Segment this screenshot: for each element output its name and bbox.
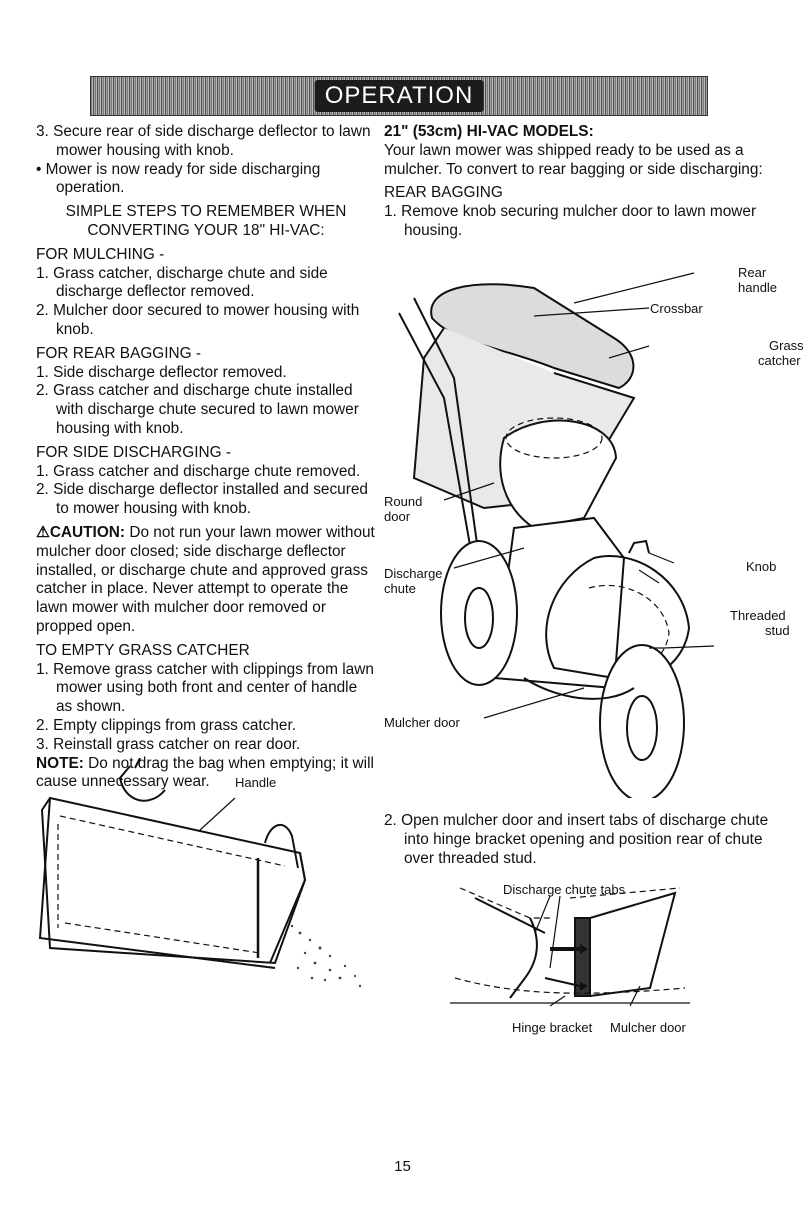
section-title: OPERATION bbox=[314, 80, 484, 112]
right-column-top: 21" (53cm) HI-VAC MODELS: Your lawn mowe… bbox=[384, 123, 784, 241]
rear-bagging-step-1: 1. Side discharge deflector removed. bbox=[36, 363, 287, 381]
door-label: door bbox=[384, 509, 411, 524]
mulcher-door-label-2: Mulcher door bbox=[610, 1020, 686, 1035]
mulcher-door-label: Mulcher door bbox=[384, 715, 460, 730]
catcher-label: catcher bbox=[758, 353, 801, 368]
note-label: NOTE: bbox=[36, 754, 84, 772]
caution-label: CAUTION: bbox=[49, 523, 126, 541]
mulching-heading: FOR MULCHING - bbox=[36, 245, 165, 263]
rear-bagging-heading: FOR REAR BAGGING - bbox=[36, 344, 202, 362]
side-discharging-heading: FOR SIDE DISCHARGING - bbox=[36, 443, 231, 461]
left-column: 3. Secure rear of side discharge deflect… bbox=[36, 123, 376, 792]
grass-label: Grass bbox=[769, 338, 804, 353]
crossbar-label: Crossbar bbox=[650, 301, 703, 316]
chute-tabs-label: Discharge chute tabs bbox=[503, 882, 626, 897]
rear-bagging-heading-right: REAR BAGGING bbox=[384, 184, 503, 202]
left-step-3: 3. Secure rear of side discharge deflect… bbox=[36, 123, 371, 159]
empty-catcher-heading: TO EMPTY GRASS CATCHER bbox=[36, 641, 250, 659]
handle-label: Handle bbox=[235, 775, 277, 790]
empty-step-2: 2. Empty clippings from grass catcher. bbox=[36, 716, 297, 734]
chute-label: chute bbox=[384, 581, 416, 596]
simple-steps-heading: SIMPLE STEPS TO REMEMBER WHEN CONVERTING… bbox=[65, 203, 347, 239]
warning-icon: ⚠ bbox=[36, 523, 50, 541]
mulching-step-1: 1. Grass catcher, discharge chute and si… bbox=[36, 264, 328, 301]
mulching-step-2: 2. Mulcher door secured to mower housing… bbox=[36, 302, 360, 338]
mower-figure bbox=[398, 272, 715, 798]
hinge-bracket-figure bbox=[450, 887, 690, 1007]
right-column-step-2: 2. Open mulcher door and insert tabs of … bbox=[384, 812, 774, 868]
rear-bagging-step-1-right: 1. Remove knob securing mulcher door to … bbox=[384, 203, 757, 239]
empty-step-3: 3. Reinstall grass catcher on rear door. bbox=[36, 735, 301, 753]
page-number: 15 bbox=[394, 1158, 411, 1175]
rear-handle-label: Rear handle bbox=[738, 265, 778, 295]
hinge-bracket-label: Hinge bracket bbox=[512, 1020, 593, 1035]
section-banner: OPERATION bbox=[90, 76, 708, 116]
hivac-heading: 21" (53cm) HI-VAC MODELS: bbox=[384, 123, 594, 140]
left-bullet-ready: • Mower is now ready for side dischargin… bbox=[36, 160, 321, 197]
knob-label: Knob bbox=[746, 559, 777, 574]
discharge-label: Discharge bbox=[384, 566, 443, 581]
caution-text: Do not run your lawn mower without mulch… bbox=[36, 523, 375, 635]
round-label: Round bbox=[384, 494, 423, 509]
rear-bagging-step-2-right: 2. Open mulcher door and insert tabs of … bbox=[384, 812, 769, 867]
side-discharging-step-1: 1. Grass catcher and discharge chute rem… bbox=[36, 462, 361, 480]
hivac-intro: Your lawn mower was shipped ready to be … bbox=[384, 141, 763, 178]
caution-paragraph: ⚠CAUTION: Do not run your lawn mower wit… bbox=[36, 524, 376, 637]
rear-bagging-step-2: 2. Grass catcher and discharge chute ins… bbox=[36, 382, 359, 437]
empty-catcher-figure bbox=[38, 758, 362, 988]
note-paragraph: NOTE: Do not drag the bag when emptying;… bbox=[36, 755, 376, 793]
side-discharging-step-2: 2. Side discharge deflector installed an… bbox=[36, 481, 368, 518]
empty-step-1: 1. Remove grass catcher with clippings f… bbox=[36, 660, 374, 716]
note-text: Do not drag the bag when emptying; it wi… bbox=[36, 754, 374, 791]
threaded-label: Threaded bbox=[730, 608, 786, 623]
stud-label: stud bbox=[765, 623, 790, 638]
